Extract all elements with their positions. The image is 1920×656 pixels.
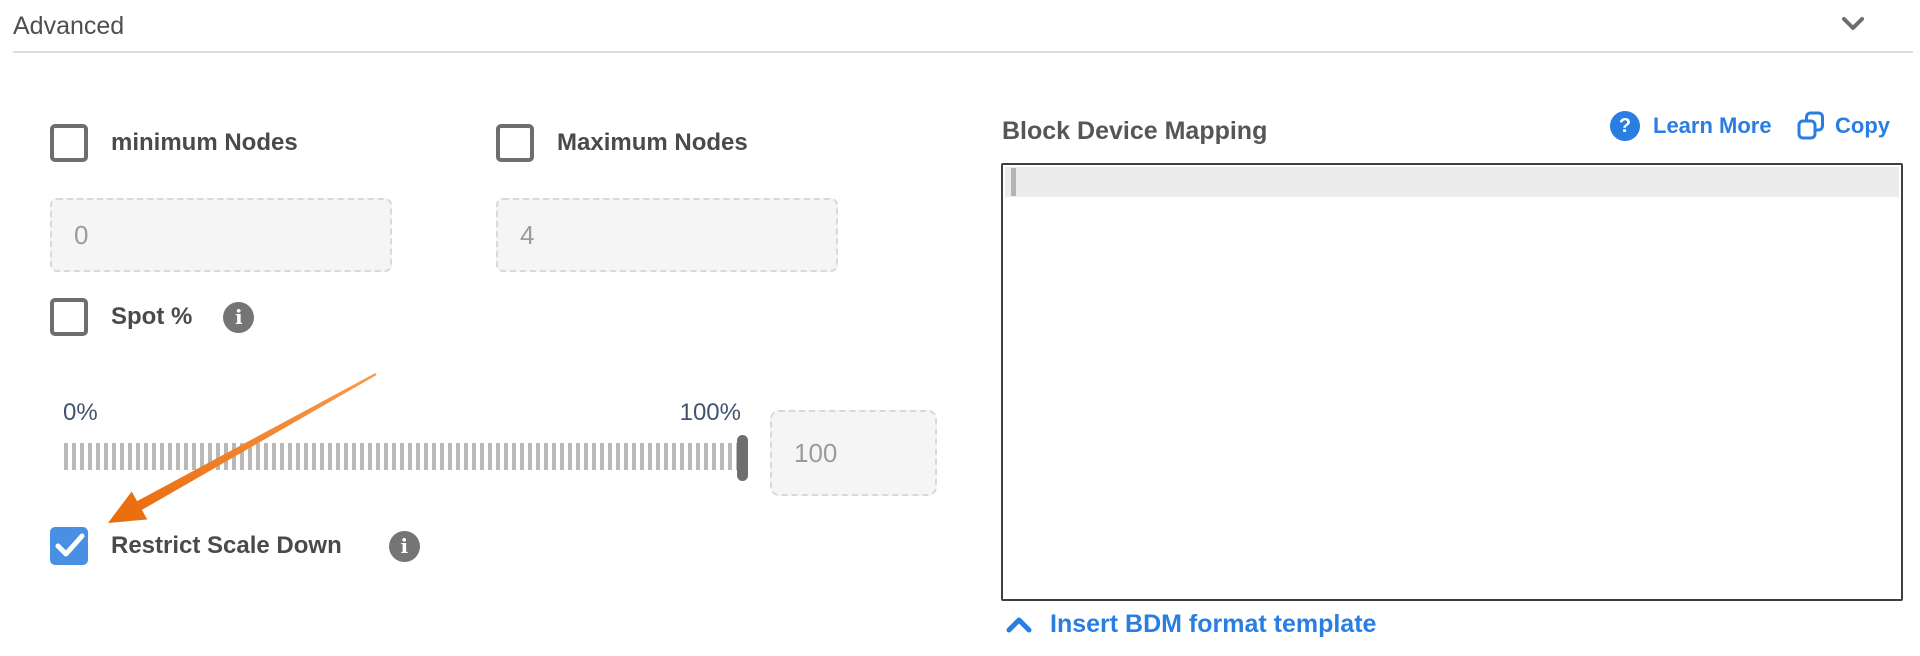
editor-caret (1011, 168, 1016, 196)
min-nodes-label: minimum Nodes (111, 129, 298, 156)
slider-min-label: 0% (63, 399, 98, 426)
bdm-title: Block Device Mapping (1002, 117, 1268, 145)
max-nodes-row: Maximum Nodes (496, 124, 748, 162)
min-nodes-checkbox[interactable] (50, 124, 88, 162)
copy-label: Copy (1835, 113, 1890, 138)
slider-track[interactable] (64, 443, 752, 470)
min-nodes-row: minimum Nodes (50, 124, 298, 162)
checkmark-icon (55, 533, 85, 557)
editor-active-line (1005, 167, 1899, 197)
copy-icon (1797, 111, 1824, 140)
max-nodes-label: Maximum Nodes (557, 129, 748, 156)
spot-percentage-slider[interactable] (64, 435, 754, 481)
copy-button[interactable]: Copy (1797, 111, 1890, 141)
spot-row: Spot % i (50, 298, 255, 336)
max-nodes-checkbox[interactable] (496, 124, 534, 162)
chevron-up-icon (1006, 617, 1032, 632)
restrict-row: Restrict Scale Down i (50, 527, 420, 565)
min-nodes-input[interactable] (50, 198, 392, 272)
spot-checkbox[interactable] (50, 298, 88, 336)
spot-label: Spot % (111, 303, 193, 330)
spot-percentage-input[interactable] (770, 410, 937, 496)
section-title: Advanced (13, 12, 125, 40)
learn-more-link[interactable]: ? Learn More (1610, 111, 1772, 141)
restrict-scale-down-label: Restrict Scale Down (111, 532, 342, 559)
max-nodes-input[interactable] (496, 198, 838, 272)
insert-bdm-template-link[interactable]: Insert BDM format template (1006, 610, 1376, 639)
question-icon: ? (1610, 111, 1640, 141)
bdm-editor-textarea[interactable] (1001, 163, 1903, 601)
slider-labels: 0% 100% (63, 399, 741, 427)
insert-bdm-template-label: Insert BDM format template (1050, 610, 1377, 638)
info-icon[interactable]: i (223, 301, 255, 333)
section-divider (13, 51, 1913, 53)
slider-handle[interactable] (737, 435, 748, 481)
learn-more-label: Learn More (1653, 113, 1772, 138)
restrict-scale-down-checkbox[interactable] (50, 527, 88, 565)
chevron-down-icon[interactable] (1842, 16, 1864, 32)
info-icon[interactable]: i (388, 530, 420, 562)
slider-max-label: 100% (679, 399, 741, 426)
